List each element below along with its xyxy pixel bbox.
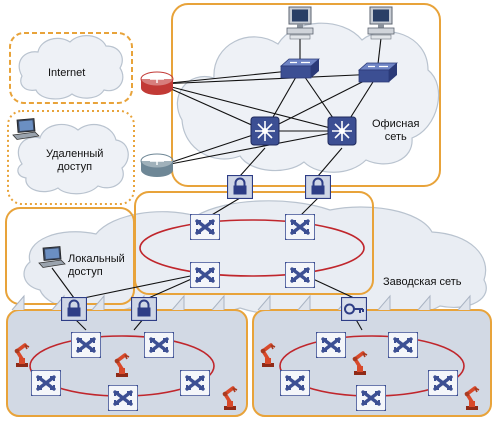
internet-zone: [9, 32, 133, 104]
cell-right-switch-5-icon: [356, 385, 386, 411]
office-network-label: Офисная сеть: [372, 118, 419, 144]
backbone-switch-4-icon: [285, 262, 315, 288]
cell-right-switch-2-icon: [388, 332, 418, 358]
plant-network-label: Заводская сеть: [383, 276, 462, 288]
local-access-label-line2: доступ: [68, 266, 103, 278]
remote-access-router-icon: [140, 153, 174, 178]
internet-router-icon: [140, 71, 174, 96]
office-firewall-2-icon: [305, 175, 331, 199]
office-zone: [171, 3, 441, 187]
remote-access-cloud: [17, 123, 129, 195]
cell-left-firewall-1-icon: [61, 297, 87, 321]
office-network-label-line2: сеть: [384, 131, 407, 143]
cell-left-firewall-2-icon: [131, 297, 157, 321]
local-access-label-line1: Локальный: [68, 253, 125, 265]
cell-right-switch-1-icon: [316, 332, 346, 358]
local-access-label: Локальный доступ: [68, 253, 125, 279]
cell-left-switch-1-icon: [71, 332, 101, 358]
backbone-switch-1-icon: [190, 214, 220, 240]
office-core-switch-1-icon: [250, 116, 280, 146]
office-cloud: [176, 22, 440, 173]
backbone-switch-3-icon: [190, 262, 220, 288]
remote-access-zone: [7, 110, 135, 205]
remote-access-label-line2: доступ: [57, 161, 93, 173]
office-access-switch-1-icon: [280, 58, 320, 79]
internet-cloud: [18, 35, 124, 100]
internet-label: Internet: [48, 67, 86, 79]
cell-left-switch-4-icon: [180, 370, 210, 396]
cell-right-switch-4-icon: [428, 370, 458, 396]
remote-access-label-line1: Удаленный: [46, 148, 104, 160]
office-firewall-1-icon: [227, 175, 253, 199]
office-network-label-line1: Офисная: [372, 118, 420, 130]
office-workstation-1-icon: [286, 6, 314, 40]
office-workstation-2-icon: [367, 6, 395, 40]
office-access-switch-2-icon: [358, 62, 398, 83]
cell-left-switch-3-icon: [31, 370, 61, 396]
office-core-switch-2-icon: [327, 116, 357, 146]
cell-left-switch-2-icon: [144, 332, 174, 358]
cell-left-switch-5-icon: [108, 385, 138, 411]
backbone-ring: [139, 219, 365, 277]
remote-access-label: Удаленный доступ: [46, 148, 103, 174]
cell-right-vpn-icon: [341, 297, 367, 321]
cell-right-switch-3-icon: [280, 370, 310, 396]
remote-laptop-icon: [12, 118, 40, 140]
backbone-switch-2-icon: [285, 214, 315, 240]
